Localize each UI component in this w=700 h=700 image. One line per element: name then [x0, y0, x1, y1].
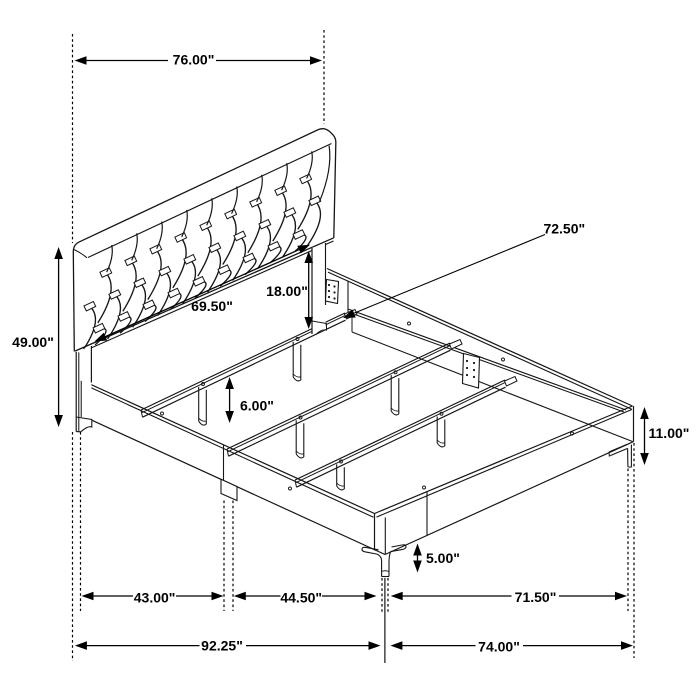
svg-text:43.00": 43.00" [134, 589, 176, 605]
svg-text:18.00": 18.00" [266, 283, 308, 299]
svg-text:5.00": 5.00" [426, 550, 460, 566]
svg-text:92.25": 92.25" [201, 637, 243, 653]
svg-text:69.50": 69.50" [191, 298, 233, 314]
svg-text:49.00": 49.00" [12, 334, 54, 350]
svg-text:74.00": 74.00" [478, 638, 520, 654]
svg-text:6.00": 6.00" [240, 398, 274, 414]
svg-text:11.00": 11.00" [649, 425, 690, 441]
svg-text:76.00": 76.00" [173, 52, 215, 68]
svg-text:72.50": 72.50" [543, 220, 585, 236]
svg-text:71.50": 71.50" [515, 589, 557, 605]
svg-text:44.50": 44.50" [280, 589, 322, 605]
